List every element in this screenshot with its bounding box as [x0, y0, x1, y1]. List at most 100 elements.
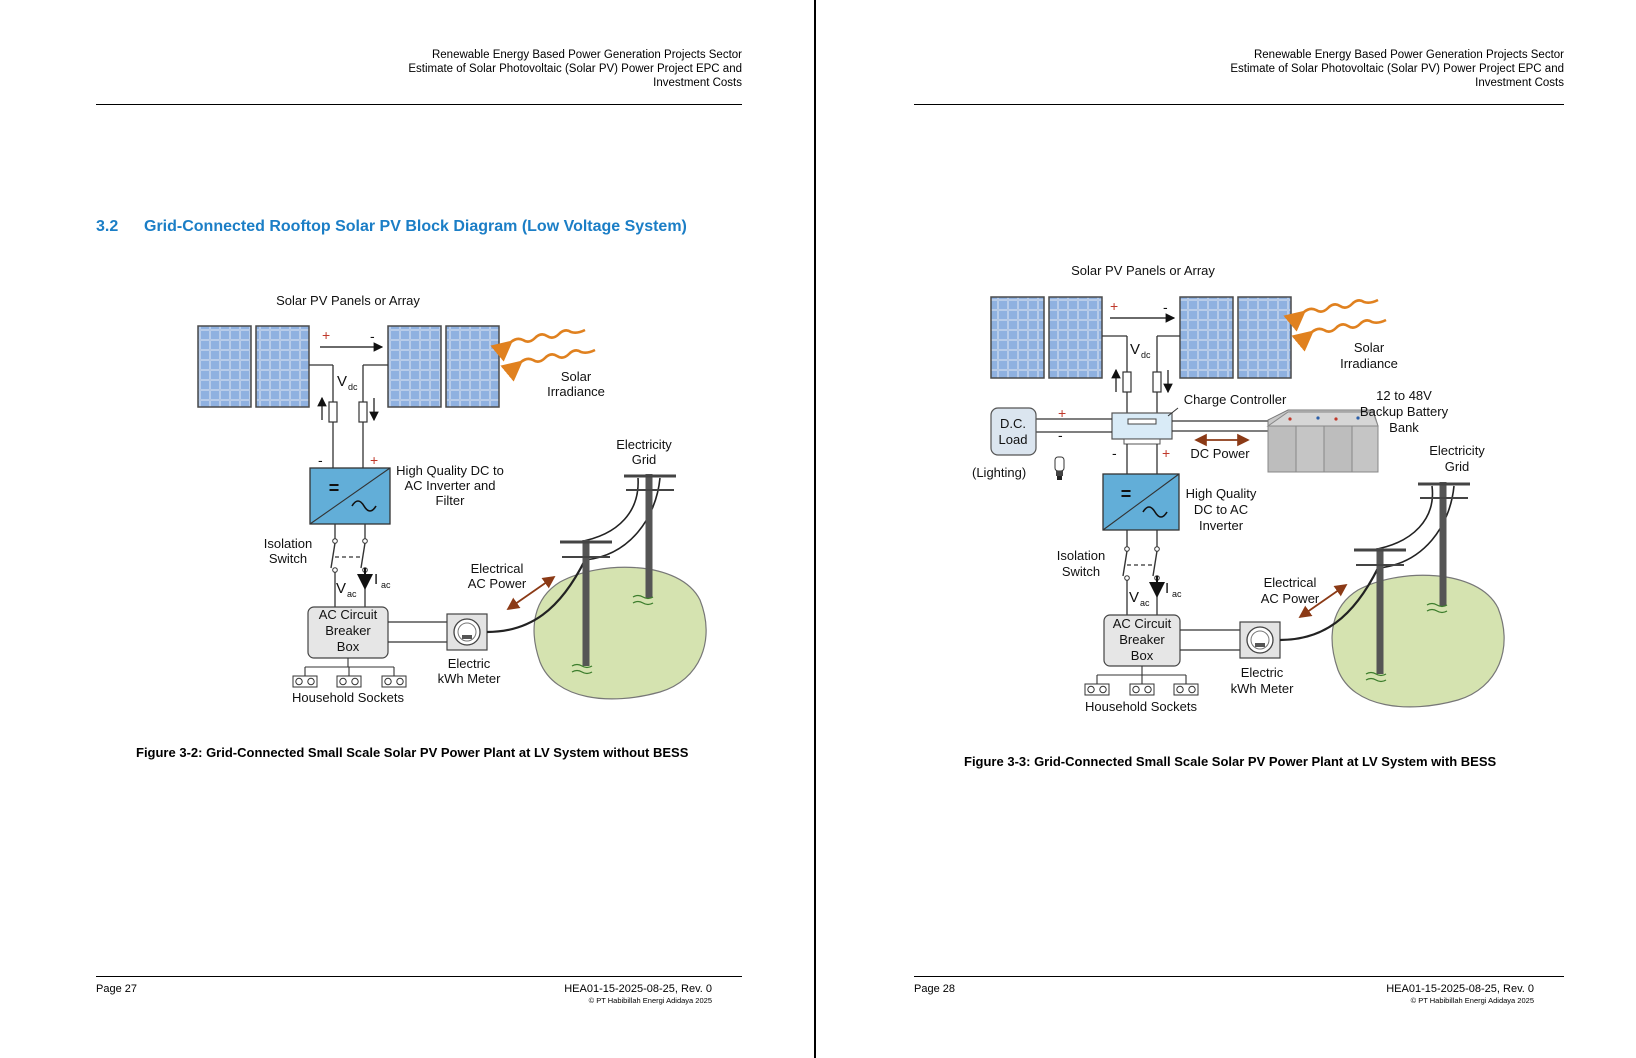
breaker-label-3: Box	[337, 639, 360, 654]
battery-bank	[1266, 409, 1379, 473]
socket-icon	[1084, 683, 1110, 696]
inverter-label-3: Inverter	[1199, 518, 1244, 533]
panels-label: Solar PV Panels or Array	[276, 293, 420, 308]
inverter-label-2: AC Inverter and	[404, 478, 495, 493]
dc-ac-inverter: =	[309, 467, 391, 525]
elec-power-label-1: Electrical	[1264, 575, 1317, 590]
irradiance-label-1: Solar	[561, 369, 592, 384]
panel-plus: +	[1110, 298, 1118, 314]
footer-rule	[96, 976, 742, 977]
irradiance-label-2: Irradiance	[547, 384, 605, 399]
svg-text:=: =	[1121, 484, 1132, 504]
figure-3-3-diagram: Solar PV Panels or Array + - Solar Irrad…	[972, 263, 1505, 714]
lightbulb-icon	[1054, 456, 1065, 480]
elec-power-label-2: AC Power	[1261, 591, 1320, 606]
irradiance-wave-1	[1283, 298, 1379, 332]
grid-cable-to-meter	[1279, 567, 1379, 642]
solar-panel-right-1	[1179, 296, 1234, 379]
socket-icon	[381, 675, 407, 688]
panels-label: Solar PV Panels or Array	[1071, 263, 1215, 278]
switch-contact	[332, 567, 338, 573]
header-line-2: Estimate of Solar Photovoltaic (Solar PV…	[408, 63, 742, 75]
meter-label-1: Electric	[448, 656, 491, 671]
iac-subscript: ac	[1172, 589, 1182, 599]
isolation-switch-blade-2	[1152, 550, 1158, 577]
irradiance-wave-1	[490, 328, 586, 362]
section-title: Grid-Connected Rooftop Solar PV Block Di…	[144, 218, 687, 235]
charge-controller	[1111, 412, 1173, 445]
meter-label-2: kWh Meter	[438, 671, 502, 686]
grid-label-1: Electricity	[1429, 443, 1485, 458]
isolation-switch-blade-1	[1122, 550, 1128, 577]
battery-label-2: Backup Battery	[1360, 404, 1449, 419]
vdc-label: V	[1130, 341, 1140, 358]
figure-3-2-diagram: Solar PV Panels or Array + - Solar Irrad…	[197, 293, 707, 705]
inverter-label-1: High Quality	[1186, 486, 1257, 501]
isolation-switch-blade-2	[360, 542, 366, 569]
dc-load-minus: -	[1058, 427, 1063, 443]
dc-load-box	[990, 407, 1037, 456]
inverter-label-2: DC to AC	[1194, 502, 1248, 517]
figure-caption: Figure 3-3: Grid-Connected Small Scale S…	[964, 754, 1497, 769]
dc-load-plus: +	[1058, 405, 1066, 421]
figure-caption: Figure 3-2: Grid-Connected Small Scale S…	[136, 745, 689, 760]
header-line-1: Renewable Energy Based Power Generation …	[1253, 49, 1564, 61]
utility-pole-far	[1418, 482, 1470, 614]
copyright: © PT Habibillah Energi Adidaya 2025	[588, 996, 712, 1005]
page-number: Page 28	[914, 983, 955, 995]
sockets-label: Household Sockets	[292, 690, 405, 705]
iac-label: I	[1165, 580, 1169, 597]
isolation-label-2: Switch	[1062, 564, 1100, 579]
socket-icon	[336, 675, 362, 688]
elec-power-label-2: AC Power	[468, 576, 527, 591]
page-28: Renewable Energy Based Power Generation …	[818, 0, 1636, 1058]
kwh-meter-icon	[446, 613, 488, 651]
grid-overhead-cable-1	[1371, 485, 1434, 551]
solar-panel-left-1	[197, 325, 252, 408]
solar-panel-right-2	[445, 325, 500, 408]
dc-fuse-neg	[1122, 371, 1132, 393]
vdc-subscript: dc	[1141, 350, 1151, 360]
breaker-label-1: AC Circuit	[319, 607, 378, 622]
header-line-3: Investment Costs	[1475, 77, 1564, 89]
elec-power-label-1: Electrical	[471, 561, 524, 576]
vac-subscript: ac	[1140, 598, 1150, 608]
vdc-label: V	[337, 373, 347, 390]
socket-icon	[292, 675, 318, 688]
header-line-1: Renewable Energy Based Power Generation …	[431, 49, 742, 61]
isolation-label-1: Isolation	[1057, 548, 1105, 563]
utility-pole-near	[560, 540, 612, 675]
switch-contact	[1124, 546, 1130, 552]
header-rule	[96, 104, 742, 105]
page-27: Renewable Energy Based Power Generation …	[0, 0, 816, 1058]
dc-power-label: DC Power	[1190, 446, 1250, 461]
inverter-minus: -	[1112, 445, 1117, 461]
header-line-3: Investment Costs	[653, 77, 742, 89]
charge-controller-pointer	[1167, 407, 1179, 417]
socket-icon	[1129, 683, 1155, 696]
switch-contact	[1154, 546, 1160, 552]
copyright: © PT Habibillah Energi Adidaya 2025	[1410, 996, 1534, 1005]
lighting-label: (Lighting)	[972, 465, 1026, 480]
breaker-label-1: AC Circuit	[1113, 616, 1172, 631]
inverter-minus: -	[318, 452, 323, 468]
isolation-label-2: Switch	[269, 551, 307, 566]
solar-panel-right-1	[387, 325, 442, 408]
panel-minus: -	[1163, 299, 1168, 315]
panel-minus: -	[370, 328, 375, 344]
solar-panel-left-2	[1048, 296, 1103, 379]
dc-fuse-neg	[328, 401, 338, 423]
breaker-label-3: Box	[1131, 648, 1154, 663]
isolation-switch-blade-1	[330, 542, 336, 569]
irradiance-label-1: Solar	[1354, 340, 1385, 355]
switch-contact	[1124, 575, 1130, 581]
inverter-label-3: Filter	[436, 493, 466, 508]
irradiance-label-2: Irradiance	[1340, 356, 1398, 371]
dc-fuse-pos	[1152, 371, 1162, 393]
solar-panel-left-2	[255, 325, 310, 408]
dc-fuse-pos	[358, 401, 368, 423]
vac-label: V	[1129, 589, 1139, 606]
inverter-plus: +	[1162, 445, 1170, 461]
vac-label: V	[336, 580, 346, 597]
ac-power-arrow	[1298, 583, 1348, 619]
